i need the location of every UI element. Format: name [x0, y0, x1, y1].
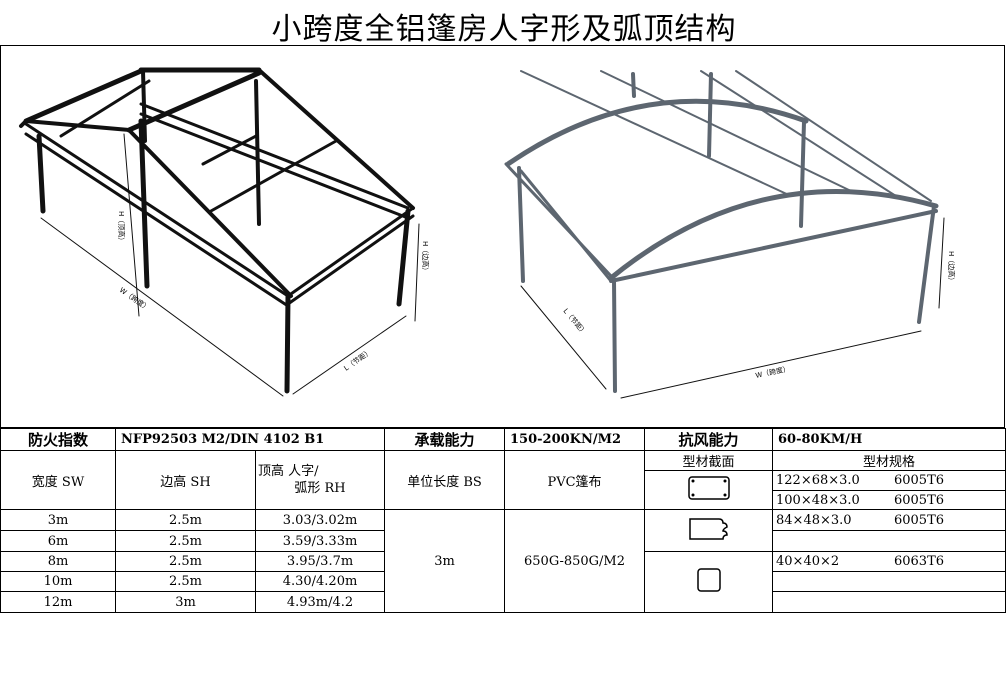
col-width-header: 宽度 SW [0, 450, 116, 510]
col-side-height-header: 边高 SH [115, 450, 256, 510]
span-width-label-right: W（跨度） [755, 364, 791, 380]
table-row: 3m 2.5m 3.03/3.02m 3m 650G-850G/M2 84×48… [0, 509, 1007, 613]
wind-resistance-label: 抗风能力 [644, 428, 774, 451]
col-profile-section-header: 型材截面 [644, 450, 774, 471]
unit-length-value: 3m [384, 509, 506, 613]
profile-large-icon [687, 476, 730, 500]
bay-length-label-left: L（节距） [343, 348, 374, 373]
load-capacity-value: 150-200KN/M2 [504, 428, 646, 451]
fire-rating-label: 防火指数 [0, 428, 116, 451]
cover-value: 650G-850G/M2 [504, 509, 646, 613]
profile-section-icon-2 [644, 509, 774, 552]
header-row: 防火指数 NFP92503 M2/DIN 4102 B1 承载能力 150-20… [0, 428, 1007, 451]
fire-rating-value: NFP92503 M2/DIN 4102 B1 [114, 428, 386, 451]
profile-square-icon [696, 568, 721, 592]
page-title: 小跨度全铝篷房人字形及弧顶结构 [271, 12, 737, 47]
spec-table: 防火指数 NFP92503 M2/DIN 4102 B1 承载能力 150-20… [0, 428, 1007, 613]
peaked-frame-drawing [19, 67, 420, 397]
profile-section-icon-3 [644, 551, 774, 613]
profile-section-icon-1 [644, 470, 774, 510]
span-width-label-left: W（跨度） [118, 285, 152, 312]
load-capacity-label: 承载能力 [384, 428, 506, 451]
ridge-height-label: H（顶高） [117, 211, 126, 244]
bay-length-label-right: L（节距） [561, 307, 588, 337]
arched-frame-drawing [504, 70, 945, 399]
table-row: 6m 2.5m 3.59/3.33m [0, 530, 1007, 552]
side-height-label-right: H（边高） [947, 251, 956, 284]
wind-resistance-value: 60-80KM/H [772, 428, 1007, 451]
profile-medium-icon [688, 517, 728, 540]
structure-drawings: H（顶高） H（边高） W（跨度） L（节距） [0, 45, 1005, 428]
column-header-row: 宽度 SW 边高 SH 顶高 人字/ 弧形 RH 单位长度 BS PVC篷布 型… [0, 450, 1007, 510]
table-row: 12m 3m 4.93m/4.2 [0, 591, 1007, 613]
col-ridge-height-header: 顶高 人字/ 弧形 RH [254, 450, 386, 510]
col-cover-header: PVC篷布 [504, 450, 646, 510]
col-profile-spec-header: 型材规格 [772, 450, 1007, 471]
side-height-label-left: H（边高） [421, 241, 430, 274]
col-unit-length-header: 单位长度 BS [384, 450, 506, 510]
